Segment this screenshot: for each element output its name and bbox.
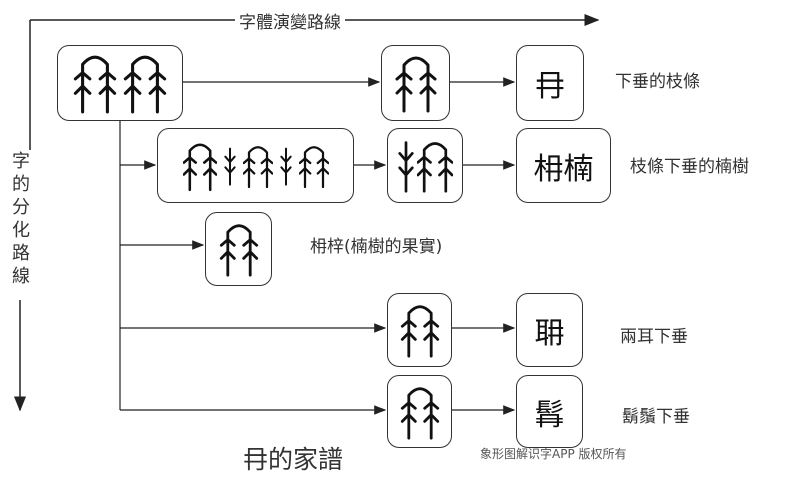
- meaning-row2: 枝條下垂的楠樹: [630, 157, 749, 177]
- oracle-bone-glyph-icon: [123, 52, 167, 114]
- meaning-row1: 下垂的枝條: [615, 72, 700, 92]
- seal-box-row5: [387, 375, 452, 448]
- modern-char-row1: 冄: [516, 45, 584, 121]
- seal-script-glyph-icon: [400, 302, 440, 358]
- modern-char-row2: 枏楠: [516, 128, 611, 203]
- oracle-bone-glyph-icon: [219, 221, 259, 277]
- ancient-box-row3: [205, 212, 272, 286]
- seal-box-row1: [381, 45, 450, 121]
- branch-axis-label: 字的分化路線: [12, 151, 30, 287]
- meaning-row5: 鬍鬚下垂: [622, 407, 690, 427]
- ancient-box-row2: [157, 128, 354, 203]
- modern-char-row4: 耼: [516, 293, 583, 367]
- seal-script-glyph-icon: [417, 138, 453, 194]
- tree-glyph-icon: [223, 146, 237, 186]
- evolution-axis-label: 字體演變路線: [235, 8, 345, 33]
- oracle-bone-glyph-icon: [243, 140, 273, 192]
- oracle-bone-glyph-icon: [73, 52, 117, 114]
- modern-char-row5: 髥: [516, 375, 583, 448]
- diagram-title: 冄的家譜: [243, 445, 344, 474]
- seal-box-row4: [387, 293, 452, 367]
- copyright-notice: 象形图解识字APP 版权所有: [480, 447, 627, 461]
- meaning-row3: 枏梓(楠樹的果實): [310, 237, 443, 257]
- meaning-row4: 兩耳下垂: [620, 327, 688, 347]
- seal-box-row2: [387, 128, 463, 203]
- root-ancient-box: [57, 45, 183, 121]
- oracle-bone-glyph-icon: [183, 140, 217, 192]
- tree-glyph-icon: [279, 146, 293, 186]
- tree-glyph-icon: [397, 138, 415, 194]
- oracle-bone-glyph-icon: [299, 140, 329, 192]
- seal-script-glyph-icon: [395, 53, 437, 113]
- seal-script-glyph-icon: [400, 384, 440, 440]
